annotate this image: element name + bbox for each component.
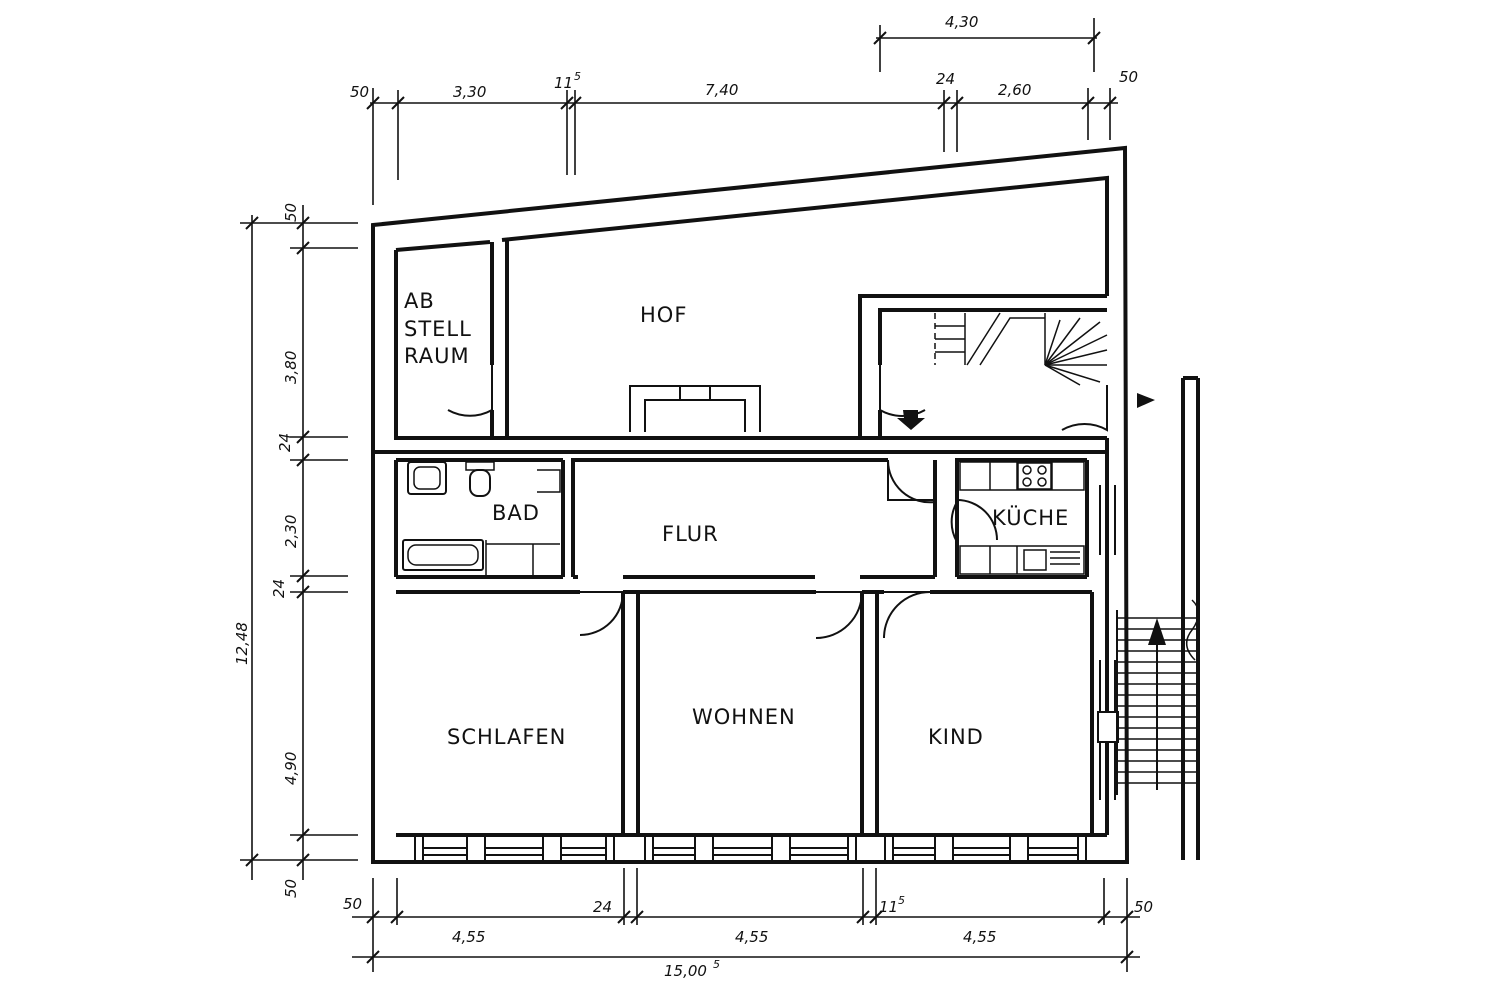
label-raum: RAUM xyxy=(404,344,470,368)
dim-bottom-50a: 50 xyxy=(343,895,362,913)
label-stell: STELL xyxy=(404,317,472,341)
room-labels: AB STELL RAUM HOF BAD FLUR KÜCHE SCHLAFE… xyxy=(404,289,1069,749)
bottom-dimensions: 50 24 11 5 50 4,55 4,55 4,55 15,00 5 xyxy=(343,868,1153,980)
top-dimensions: 50 3,30 11 5 7,40 24 2,60 50 4,30 xyxy=(350,13,1138,205)
exterior-stair xyxy=(1116,376,1200,860)
dim-left-490: 4,90 xyxy=(282,752,300,785)
up-arrow-icon xyxy=(1148,618,1166,645)
dim-top-260: 2,60 xyxy=(998,81,1031,99)
sink-icon xyxy=(407,461,447,495)
outer-walls xyxy=(371,145,1130,864)
dim-top-11-sup: 5 xyxy=(574,70,581,83)
dim-bottom-50b: 50 xyxy=(1134,898,1153,916)
dim-top-50b: 50 xyxy=(1119,68,1138,86)
dim-top-740: 7,40 xyxy=(705,81,738,99)
dim-bottom-455c: 4,55 xyxy=(963,928,996,946)
bathroom-fixtures xyxy=(402,461,561,575)
doors xyxy=(447,365,1108,639)
dim-bottom-1500-sup: 5 xyxy=(713,958,720,971)
dim-left-24a: 24 xyxy=(276,433,294,452)
dim-bottom-455b: 4,55 xyxy=(735,928,768,946)
dim-left-50b: 50 xyxy=(282,879,300,898)
label-schlafen: SCHLAFEN xyxy=(447,725,566,749)
door-schlafen-icon xyxy=(579,591,625,636)
dim-bottom-1500: 15,00 xyxy=(664,962,707,980)
dim-top-50a: 50 xyxy=(350,83,369,101)
label-flur: FLUR xyxy=(662,522,719,546)
dim-left-1248: 12,48 xyxy=(233,622,251,665)
entrance-arrow-icon xyxy=(1137,393,1155,408)
kitchen-fixtures xyxy=(959,461,1085,575)
dim-left-380: 3,80 xyxy=(282,351,300,384)
door-kind-icon xyxy=(883,591,931,639)
door-entry-icon xyxy=(1061,385,1108,432)
label-bad: BAD xyxy=(492,501,540,525)
internal-staircase xyxy=(897,312,1108,430)
left-dimensions: 50 3,80 24 2,30 24 4,90 50 12,48 xyxy=(233,203,358,898)
dim-bottom-11: 11 xyxy=(879,898,898,916)
dim-left-230: 2,30 xyxy=(282,515,300,548)
dim-top-430: 4,30 xyxy=(945,13,978,31)
door-flur-icon xyxy=(886,459,936,504)
bathtub-icon xyxy=(402,539,484,571)
stove-icon xyxy=(1017,462,1052,490)
door-kueche-icon xyxy=(956,499,998,541)
dim-top-11: 11 xyxy=(554,74,573,92)
dim-bottom-24: 24 xyxy=(593,898,612,916)
door-stair-icon xyxy=(879,365,926,417)
dim-left-24b: 24 xyxy=(270,579,288,598)
dim-left-50a: 50 xyxy=(282,203,300,222)
label-kind: KIND xyxy=(928,725,984,749)
down-arrow-icon xyxy=(897,410,925,430)
toilet-icon xyxy=(469,469,491,497)
dim-top-24: 24 xyxy=(936,70,955,88)
label-hof: HOF xyxy=(640,303,687,327)
label-wohnen: WOHNEN xyxy=(692,705,796,729)
interior-walls xyxy=(373,240,1107,835)
dim-bottom-455a: 4,55 xyxy=(452,928,485,946)
dim-top-330: 3,30 xyxy=(453,83,486,101)
windows xyxy=(414,485,1119,862)
door-wohnen-icon xyxy=(815,591,864,639)
kitchen-sink-icon xyxy=(1023,549,1047,571)
dim-bottom-11-sup: 5 xyxy=(898,894,905,907)
door-abstellraum-icon xyxy=(447,365,493,417)
label-kueche: KÜCHE xyxy=(992,505,1069,530)
label-ab: AB xyxy=(404,289,435,313)
